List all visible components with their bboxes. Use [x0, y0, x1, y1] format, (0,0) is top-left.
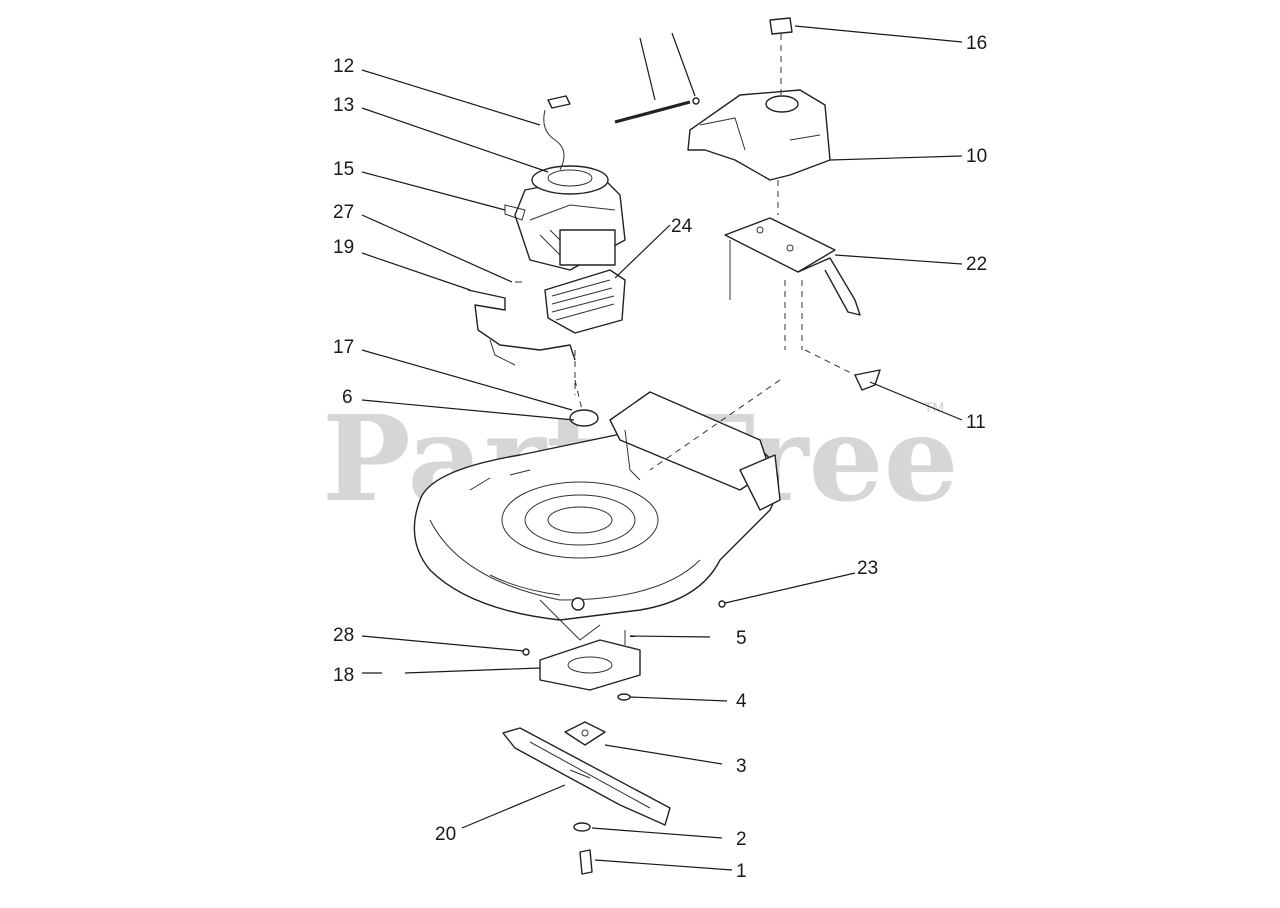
latch-spring [804, 349, 881, 391]
callout-23: 23 [857, 558, 878, 579]
callout-18: 18 [333, 665, 354, 686]
callout-19: 19 [333, 237, 354, 258]
fuel-tank [687, 17, 831, 215]
callout-2: 2 [736, 829, 747, 850]
callout-3: 3 [736, 756, 747, 777]
rod-and-clip [614, 97, 700, 124]
mower-deck [413, 391, 781, 641]
blade-adapter [522, 600, 726, 691]
leader-lines [361, 25, 963, 871]
callout-26: 28 [333, 625, 354, 646]
callout-15: 15 [333, 159, 354, 180]
callout-20: 20 [435, 824, 456, 845]
callout-12: 12 [333, 56, 354, 77]
callout-17: 17 [333, 337, 354, 358]
callout-13: 13 [333, 95, 354, 116]
spacer [569, 379, 599, 427]
watermark-tm: TM [924, 399, 944, 415]
bolt-plate [564, 721, 606, 746]
callouts: 12 13 15 27 19 17 6 28 18 20 16 10 22 11… [333, 33, 987, 882]
callout-22: 22 [966, 254, 987, 275]
callout-11: 11 [966, 412, 986, 433]
callout-24: 24 [671, 216, 693, 237]
callout-10: 10 [966, 146, 987, 167]
throttle-bracket [467, 289, 576, 395]
control-plate [649, 217, 861, 471]
callout-6: 6 [342, 387, 353, 408]
callout-16: 16 [966, 33, 987, 54]
callout-25: 27 [333, 202, 354, 223]
muffler-shield [544, 269, 626, 334]
callout-5: 5 [736, 628, 747, 649]
engine [504, 95, 626, 283]
callout-1: 1 [736, 861, 747, 882]
washer [617, 693, 631, 701]
washer-and-bolt [573, 822, 593, 875]
callout-4: 4 [736, 691, 747, 712]
blade [502, 727, 671, 826]
